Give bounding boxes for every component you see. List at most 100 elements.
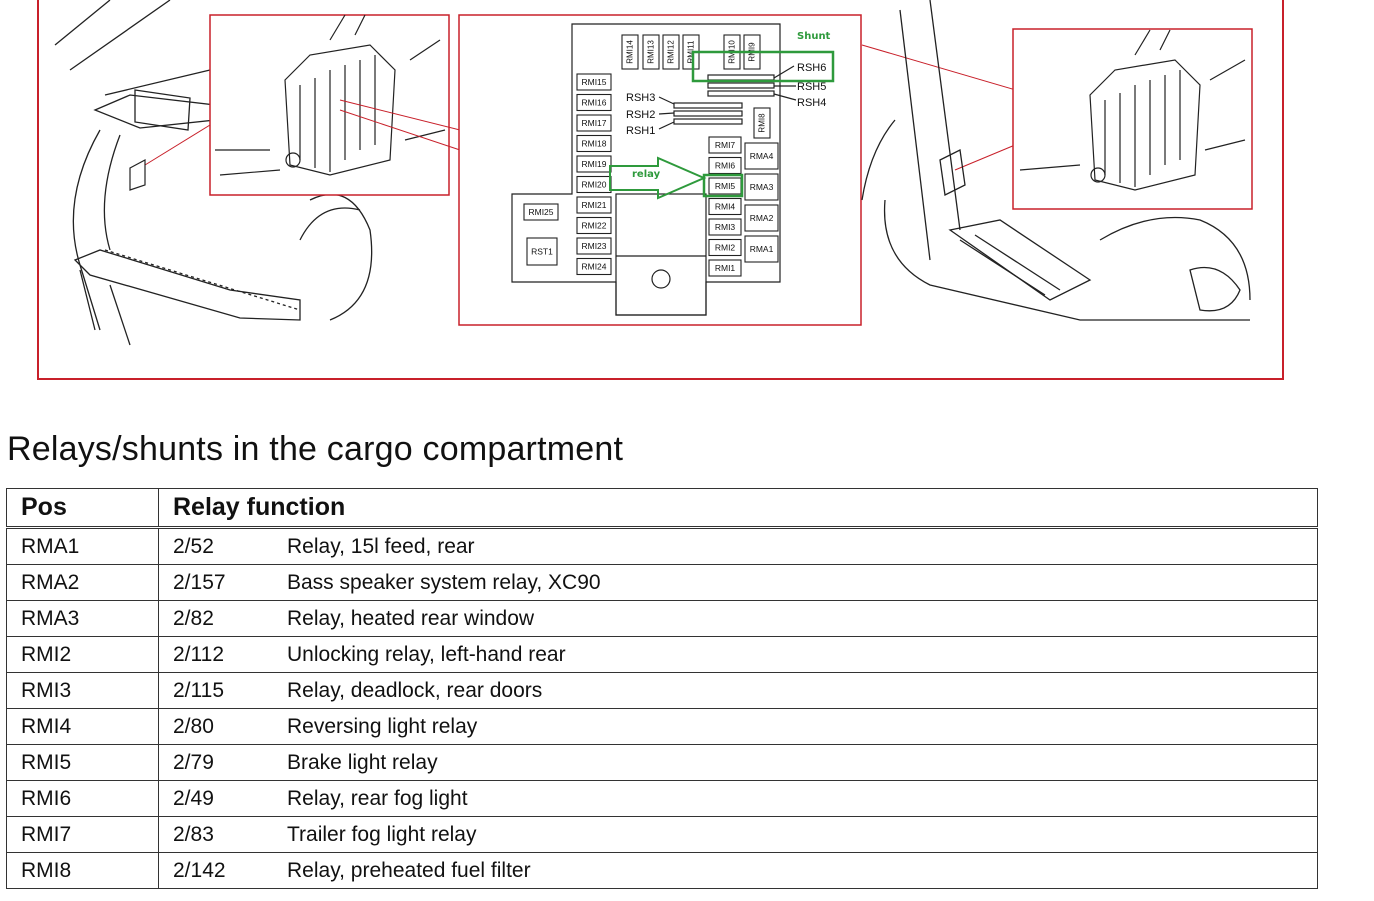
right-zoom-connector <box>1019 29 1246 191</box>
outer-frame <box>37 0 1284 380</box>
relay-code: 2/79 <box>173 750 214 774</box>
left-box-marker <box>129 159 146 191</box>
right-zoom-frame <box>1012 28 1253 210</box>
relay-rmi4-label: RMI4 <box>715 202 736 212</box>
relay-rmi12-box <box>662 34 680 70</box>
relay-rmi4-box <box>708 197 742 216</box>
relay-rmi25-box <box>523 203 559 221</box>
relay-function: Unlocking relay, left-hand rear <box>287 642 566 666</box>
function-cell: 2/79 Brake light relay <box>158 744 1318 781</box>
relay-rmi25-label: RMI25 <box>528 207 553 217</box>
relay-rmi6-box <box>708 156 742 175</box>
relay-function: Relay, deadlock, rear doors <box>287 678 543 702</box>
pos-cell: RMI8 <box>6 852 159 889</box>
pos-cell: RMI7 <box>6 816 159 853</box>
relay-rmi15-label: RMI15 <box>581 77 606 87</box>
table-row: RMI7 2/83 Trailer fog light relay <box>6 816 1318 853</box>
table-row: RMI8 2/142 Relay, preheated fuel filter <box>6 852 1318 889</box>
relay-code: 2/52 <box>173 534 214 558</box>
pos-cell: RMI6 <box>6 780 159 817</box>
function-cell: 2/115 Relay, deadlock, rear doors <box>158 672 1318 709</box>
function-cell: 2/80 Reversing light relay <box>158 708 1318 745</box>
relay-rma4-box <box>744 142 779 170</box>
relay-function: Bass speaker system relay, XC90 <box>287 570 601 594</box>
relay-code: 2/157 <box>173 570 226 594</box>
shunt-annotation: Shunt <box>797 31 831 42</box>
relay-rmi7-box <box>708 136 742 154</box>
relay-arrow <box>609 156 707 200</box>
pos-cell: RMI5 <box>6 744 159 781</box>
relay-rmi19-box <box>576 155 612 173</box>
center-connector-block <box>615 193 707 316</box>
relay-rmi12-label: RMI12 <box>667 40 676 64</box>
relay-rmi17-label: RMI17 <box>581 118 606 128</box>
relay-rmi18-box <box>576 134 612 153</box>
shunt-rsh1: RSH1 <box>626 125 655 137</box>
relay-rma2-label: RMA2 <box>750 213 774 223</box>
relay-annotation: relay <box>632 169 661 180</box>
function-cell: 2/142 Relay, preheated fuel filter <box>158 852 1318 889</box>
relay-code: 2/80 <box>173 714 214 738</box>
relay-function: Reversing light relay <box>287 714 478 738</box>
relay-rmi3-label: RMI3 <box>715 222 736 232</box>
relay-rmi13-box <box>642 34 660 70</box>
relay-rmi24-box <box>576 257 612 276</box>
relay-rmi22-box <box>576 216 612 235</box>
relay-code: 2/115 <box>173 678 224 702</box>
relay-rmi24-label: RMI24 <box>581 262 606 272</box>
relay-rmi7-label: RMI7 <box>715 140 736 150</box>
function-cell: 2/82 Relay, heated rear window <box>158 600 1318 637</box>
relay-code: 2/83 <box>173 822 214 846</box>
shunt-rsh6: RSH6 <box>797 62 826 74</box>
shunt-rsh5: RSH5 <box>797 81 826 93</box>
relay-rmi1-box <box>708 259 742 277</box>
relay-rmi11-label: RMI11 <box>687 40 696 64</box>
relay-function: Trailer fog light relay <box>287 822 477 846</box>
relay-rmi21-label: RMI21 <box>581 200 606 210</box>
page-title: Relays/shunts in the cargo compartment <box>7 430 624 468</box>
relay-rmi1-label: RMI1 <box>715 263 736 273</box>
relay-function: Relay, 15l feed, rear <box>287 534 475 558</box>
shunt-rsh3: RSH3 <box>626 92 655 104</box>
function-cell: 2/52 Relay, 15l feed, rear <box>158 527 1318 565</box>
pos-cell: RMI2 <box>6 636 159 673</box>
table-row: RMI5 2/79 Brake light relay <box>6 744 1318 781</box>
relay-rma2-box <box>744 204 779 232</box>
relay-rma1-label: RMA1 <box>750 244 774 254</box>
relay-function: Relay, heated rear window <box>287 606 535 630</box>
relay-code: 2/142 <box>173 858 226 882</box>
function-cell: 2/157 Bass speaker system relay, XC90 <box>158 564 1318 601</box>
function-column-header: Relay function <box>158 488 1318 529</box>
relay-rma3-box <box>744 173 779 201</box>
relay-rmi19-label: RMI19 <box>581 159 606 169</box>
shunt-highlight-box <box>691 50 835 83</box>
pos-cell: RMI4 <box>6 708 159 745</box>
relay-rmi16-label: RMI16 <box>581 98 606 108</box>
center-connector-hole <box>651 269 671 289</box>
table-row: RMA2 2/157 Bass speaker system relay, XC90 <box>6 564 1318 601</box>
pos-cell: RMA2 <box>6 564 159 601</box>
relay-rmi23-label: RMI23 <box>581 241 606 251</box>
relay-rmi18-label: RMI18 <box>581 139 606 149</box>
shunt-rsh4: RSH4 <box>797 97 826 109</box>
relay-rmi3-box <box>708 218 742 236</box>
relay-function: Relay, preheated fuel filter <box>287 858 531 882</box>
relay-code: 2/82 <box>173 606 214 630</box>
relay-function: Relay, rear fog light <box>287 786 468 810</box>
relay-rmi14-label: RMI14 <box>626 40 635 64</box>
relay-rst1-label: RST1 <box>531 247 553 257</box>
relay-rmi2-box <box>708 238 742 257</box>
function-cell: 2/83 Trailer fog light relay <box>158 816 1318 853</box>
pos-column-header: Pos <box>6 488 159 529</box>
relay-rmi5-label: RMI5 <box>715 181 736 191</box>
relay-function: Brake light relay <box>287 750 438 774</box>
relay-rmi15-box <box>576 73 612 91</box>
relay-rma3-label: RMA3 <box>750 182 774 192</box>
